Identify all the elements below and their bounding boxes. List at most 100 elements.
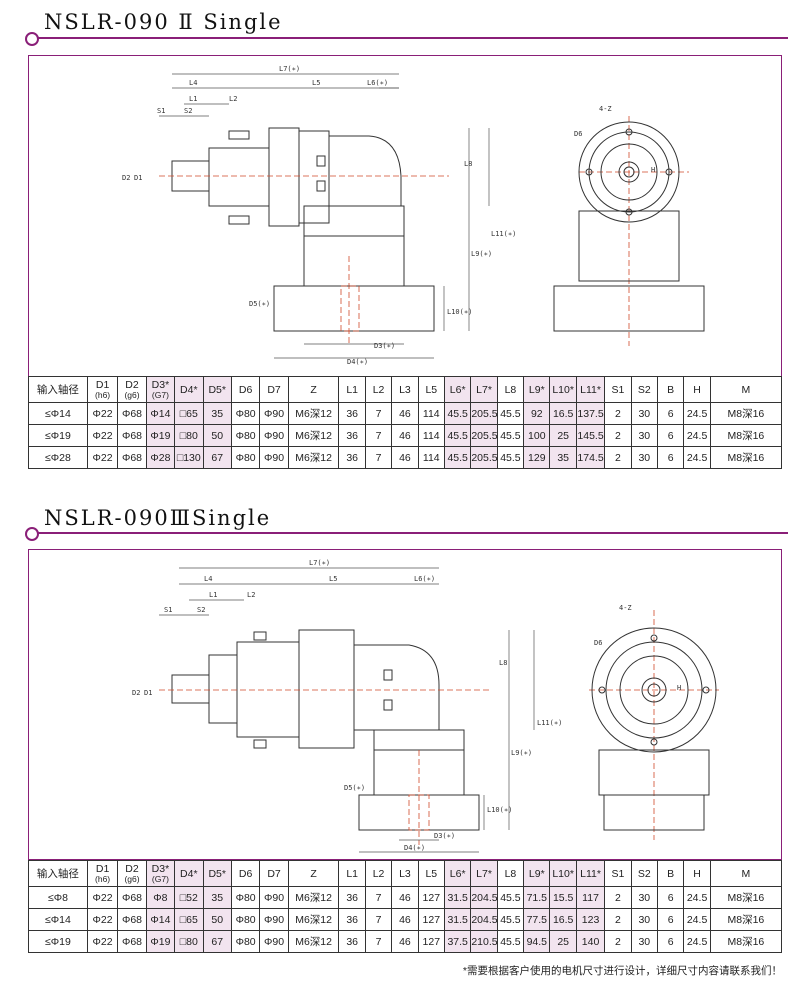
dim-label-l2: L2 — [229, 95, 237, 103]
dim-label-l8: L8 — [464, 160, 472, 168]
dim-label-h: H — [651, 166, 655, 174]
header-cell: D4* — [174, 376, 204, 403]
table-cell: Φ22 — [86, 424, 119, 447]
table-cell: 2 — [604, 424, 632, 447]
table-cell: 45.5 — [496, 908, 525, 931]
table-cell: 24.5 — [683, 886, 711, 909]
table-cell: 127 — [417, 930, 445, 953]
table-cell: ≤Φ14 — [28, 402, 88, 425]
section-1-title: NSLR-090 Ⅱ Single — [44, 10, 283, 34]
header-cell: M — [709, 376, 783, 403]
header-cell: L2 — [364, 860, 393, 887]
dim-label-d6: D6 — [574, 130, 582, 138]
header-cell: D6 — [230, 860, 261, 887]
table-cell: Φ14 — [145, 908, 176, 931]
table-cell: 77.5 — [523, 908, 551, 931]
table-cell: 123 — [575, 908, 606, 931]
section-1-title-dot — [25, 32, 39, 46]
table-cell: Φ90 — [259, 908, 289, 931]
table-cell: Φ22 — [86, 908, 119, 931]
table-cell: 45.5 — [443, 402, 472, 425]
dim-label-l4: L4 — [204, 575, 212, 583]
table-cell: 2 — [604, 908, 632, 931]
table-cell: ≤Φ14 — [28, 908, 88, 931]
table-cell: Φ28 — [145, 446, 176, 469]
table-cell: Φ90 — [259, 886, 289, 909]
header-cell: D6 — [230, 376, 261, 403]
section-1-technical-drawing: L7(∗) L4 L5 L6(∗) L1 L2 S1 S2 D2 D1 L8 L… — [122, 65, 705, 366]
dim-label-d3: D3(∗) — [434, 832, 455, 840]
table-cell: 24.5 — [683, 424, 711, 447]
table-cell: 30 — [630, 886, 659, 909]
dim-label-l10: L10(∗) — [447, 308, 472, 316]
dim-label-d1: D1 — [134, 174, 142, 182]
header-cell: D1(h6) — [86, 376, 119, 403]
table-cell: 45.5 — [496, 402, 525, 425]
table-cell: Φ22 — [86, 930, 119, 953]
table-cell: Φ80 — [230, 402, 261, 425]
table-cell: 7 — [364, 424, 393, 447]
table-cell: 30 — [630, 908, 659, 931]
table-cell: 94.5 — [523, 930, 551, 953]
dim-label-d5: D5(∗) — [344, 784, 365, 792]
header-cell: L1 — [338, 376, 366, 403]
header-cell: S1 — [604, 376, 632, 403]
table-cell: 31.5 — [443, 886, 472, 909]
table-cell: □65 — [174, 908, 204, 931]
table-header-row: 输入轴径 D1(h6) D2(g6) D3*(G7) D4* D5* D6 D7… — [28, 376, 783, 403]
table-cell: Φ90 — [259, 402, 289, 425]
table-cell: 205.5 — [470, 424, 498, 447]
header-cell: L5 — [417, 376, 445, 403]
header-cell: L10* — [549, 860, 577, 887]
table-cell: Φ90 — [259, 446, 289, 469]
table-cell: Φ68 — [117, 930, 147, 953]
table-cell: 50 — [202, 908, 232, 931]
table-cell: 204.5 — [470, 908, 498, 931]
section-1-title-rule — [30, 37, 788, 39]
table-cell: 71.5 — [523, 886, 551, 909]
table-cell: 45.5 — [443, 446, 472, 469]
header-cell: D4* — [174, 860, 204, 887]
dim-label-s2: S2 — [184, 107, 192, 115]
table-cell: ≤Φ28 — [28, 446, 88, 469]
table-cell: M6深12 — [287, 930, 340, 953]
table-cell: 137.5 — [575, 402, 606, 425]
table-cell: 7 — [364, 886, 393, 909]
table-cell: 45.5 — [496, 446, 525, 469]
table-cell: □130 — [174, 446, 204, 469]
table-cell: 210.5 — [470, 930, 498, 953]
table-cell: 7 — [364, 908, 393, 931]
header-cell: L6* — [443, 860, 472, 887]
table-cell: 35 — [202, 402, 232, 425]
table-cell: 46 — [391, 424, 419, 447]
dim-label-l5: L5 — [312, 79, 320, 87]
dim-label-l10: L10(∗) — [487, 806, 512, 814]
header-cell: 输入轴径 — [28, 860, 88, 887]
table-cell: 31.5 — [443, 908, 472, 931]
table-cell: Φ8 — [145, 886, 176, 909]
dim-label-4z: 4-Z — [619, 604, 632, 612]
table-cell: 7 — [364, 930, 393, 953]
dim-label-s1: S1 — [164, 606, 172, 614]
section-2-drawing: L7(∗) L4 L5 L6(∗) L1 L2 S1 S2 D2 D1 L8 L… — [28, 549, 782, 860]
table-cell: M8深16 — [709, 446, 783, 469]
table-cell: 2 — [604, 402, 632, 425]
header-cell: D5* — [202, 376, 232, 403]
dim-label-d5: D5(∗) — [249, 300, 270, 308]
dim-label-l4: L4 — [189, 79, 197, 87]
table-cell: Φ80 — [230, 908, 261, 931]
table-cell: 127 — [417, 908, 445, 931]
table-cell: 140 — [575, 930, 606, 953]
table-cell: 30 — [630, 402, 659, 425]
table-cell: 100 — [523, 424, 551, 447]
header-cell: L10* — [549, 376, 577, 403]
table-cell: M6深12 — [287, 446, 340, 469]
dim-label-l2: L2 — [247, 591, 255, 599]
table-cell: 174.5 — [575, 446, 606, 469]
table-cell: Φ80 — [230, 930, 261, 953]
header-cell: L7* — [470, 860, 498, 887]
header-cell: 输入轴径 — [28, 376, 88, 403]
table-cell: M8深16 — [709, 402, 783, 425]
